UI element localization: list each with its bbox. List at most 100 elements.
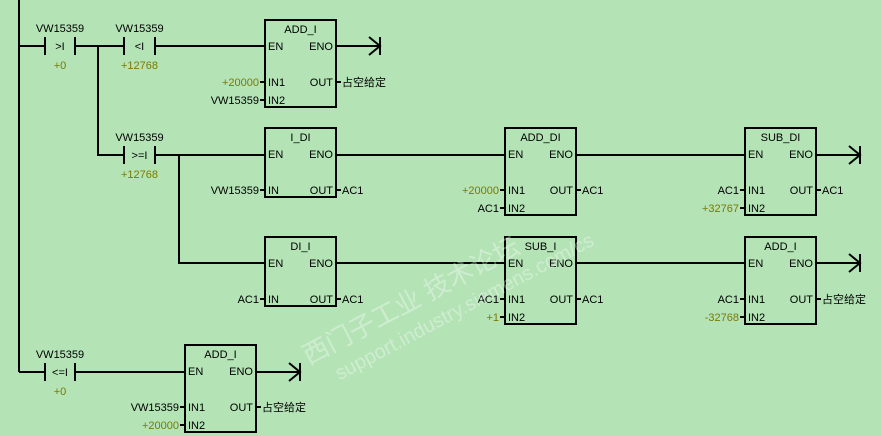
input-operand: +20000 (222, 77, 259, 89)
contact-bars (123, 146, 156, 164)
input-operand: AC1 (478, 294, 499, 306)
pin-input: IN1 (188, 402, 205, 414)
input-operand: -32768 (705, 312, 739, 324)
pin-en: EN (748, 149, 763, 161)
pin-out: OUT (790, 294, 814, 306)
pin-eno: ENO (309, 41, 333, 53)
input-operand: AC1 (478, 203, 499, 215)
compare-contact[interactable]: VW15359 >I +0 (36, 23, 84, 72)
contact-address: VW15359 (36, 349, 84, 361)
pin-out: OUT (230, 402, 254, 414)
contact-value: +12768 (121, 60, 158, 72)
box-frame (744, 236, 817, 325)
pin-out: OUT (310, 185, 334, 197)
wire (97, 46, 124, 156)
pin-eno: ENO (309, 258, 333, 270)
pin-input: IN2 (188, 420, 205, 432)
compare-contact[interactable]: VW15359 <=I +0 (36, 349, 84, 398)
pin-input: IN1 (748, 294, 765, 306)
pin-eno: ENO (549, 258, 573, 270)
box-title: SUB_DI (761, 132, 801, 144)
contact-bars (44, 37, 76, 55)
pin-input: IN2 (748, 312, 765, 324)
contact-operator: >I (55, 41, 64, 53)
input-operand: +20000 (462, 185, 499, 197)
output-operand: AC1 (342, 185, 363, 197)
box-frame (504, 236, 577, 325)
contact-bars (44, 363, 76, 381)
pin-input: IN1 (508, 294, 525, 306)
pin-input: IN1 (508, 185, 525, 197)
contact-address: VW15359 (115, 23, 163, 35)
contact-address: VW15359 (115, 132, 163, 144)
compare-contact[interactable]: VW15359 <I +12768 (115, 23, 163, 72)
pin-en: EN (508, 149, 523, 161)
input-operand: +32767 (702, 203, 739, 215)
box-frame (264, 127, 337, 198)
contact-address: VW15359 (36, 23, 84, 35)
box-frame (744, 127, 817, 216)
pin-input: IN (268, 185, 279, 197)
compare-contact[interactable]: VW15359>=I+12768 (115, 132, 163, 181)
pin-out: OUT (310, 77, 334, 89)
coil-output-arrow-icon (848, 145, 862, 165)
contact-bars (123, 37, 156, 55)
wire (178, 155, 265, 264)
input-operand: VW15359 (131, 402, 179, 414)
pin-input: IN1 (748, 185, 765, 197)
contact-operator: <I (135, 41, 144, 53)
pin-out: OUT (550, 294, 574, 306)
pin-input: IN2 (268, 95, 285, 107)
box-frame (264, 236, 337, 307)
pin-input: IN2 (748, 203, 765, 215)
pin-out: OUT (310, 294, 334, 306)
coil-output-arrow-icon (368, 36, 382, 56)
output-operand: 占空给定 (822, 292, 866, 306)
output-operand: AC1 (822, 185, 843, 197)
input-operand: AC1 (238, 294, 259, 306)
contact-value: +0 (54, 60, 67, 72)
contact-operator: >=I (132, 150, 148, 162)
pin-eno: ENO (549, 149, 573, 161)
pin-input: IN2 (508, 203, 525, 215)
pin-en: EN (748, 258, 763, 270)
box-frame (264, 19, 337, 108)
pin-input: IN2 (508, 312, 525, 324)
pin-out: OUT (790, 185, 814, 197)
output-operand: 占空给定 (262, 400, 306, 414)
box-title: ADD_DI (520, 132, 560, 144)
input-operand: AC1 (718, 185, 739, 197)
contact-operator: <=I (52, 367, 68, 379)
pin-eno: ENO (309, 149, 333, 161)
coil-output-arrow-icon (288, 362, 302, 382)
pin-en: EN (508, 258, 523, 270)
pin-eno: ENO (789, 149, 813, 161)
box-title: ADD_I (764, 241, 796, 253)
input-operand: +1 (486, 312, 499, 324)
output-operand: AC1 (582, 294, 603, 306)
input-operand: AC1 (718, 294, 739, 306)
pin-en: EN (268, 149, 283, 161)
output-operand: AC1 (582, 185, 603, 197)
box-title: ADD_I (284, 24, 316, 36)
output-operand: AC1 (342, 294, 363, 306)
box-frame (504, 127, 577, 216)
box-title: I_DI (290, 132, 310, 144)
pin-input: IN (268, 294, 279, 306)
contact-value: +0 (54, 386, 67, 398)
input-operand: VW15359 (211, 95, 259, 107)
pin-eno: ENO (229, 366, 253, 378)
pin-input: IN1 (268, 77, 285, 89)
pin-out: OUT (550, 185, 574, 197)
coil-output-arrow-icon (848, 253, 862, 273)
